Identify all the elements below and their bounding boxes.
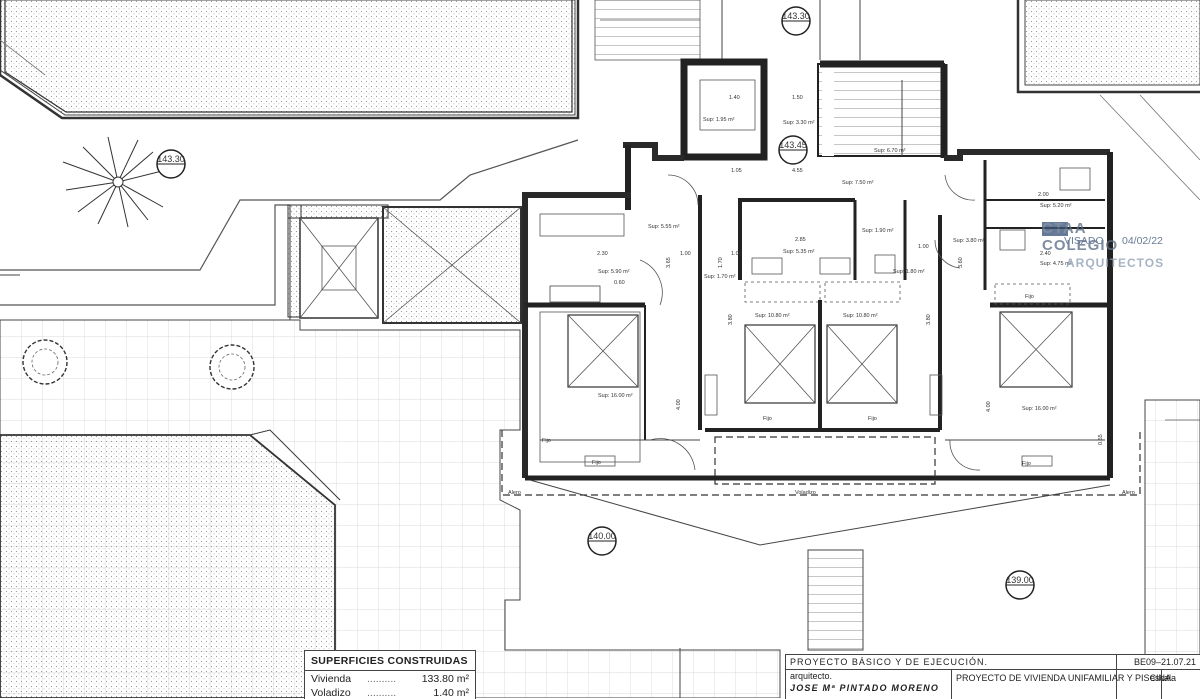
dimension-label: 1.40 [729,95,740,101]
dimension-label: 2.40 [1040,251,1051,257]
project-code: BE09–21.07.21 [1133,657,1196,667]
stamp-logo-icon [1042,222,1068,236]
fixed-window-label: Fijo [763,416,772,422]
room-area-label: Sup: 5.35 m² [783,249,815,255]
project-description: PROYECTO DE VIVIENDA UNIFAMILIAR Y PISCI… [956,673,1174,683]
dimension-label: 3.80 [728,314,734,325]
dimension-label: 1.05 [731,168,742,174]
fixed-window-label: Fijo [542,438,551,444]
fixed-window-label: Fijo [1022,461,1031,467]
scale-label: escala [1149,673,1176,683]
stamp-org: CTAA COLEGIO [1042,220,1119,254]
room-area-label: Sup: 10.80 m² [755,313,790,319]
dimension-label: 3.65 [666,257,672,268]
room-area-label: Sup: 1.95 m² [703,117,735,123]
area-dots: .......... [367,673,397,685]
area-label: Voladizo [311,687,351,699]
dimension-label: 4.55 [792,168,803,174]
eave-label: Alero [1122,490,1135,496]
project-title: PROYECTO BÁSICO Y DE EJECUCIÓN. [790,657,989,667]
pool [0,429,341,698]
room-area-label: Sup: 5.20 m² [1040,203,1072,209]
eave-label: Alero [508,490,521,496]
room-area-label: Sup: 6.70 m² [874,148,906,154]
svg-text:143.30: 143.30 [782,11,810,21]
fixed-window-label: Fijo [1025,294,1034,300]
shrub-left [22,339,68,385]
room-area-label: Sup: 5.90 m² [598,269,630,275]
fixed-window-label: Fijo [592,460,601,466]
dimension-label: 4.00 [676,399,682,410]
room-area-label: Sup: 16.00 m² [1022,406,1057,412]
svg-text:139.00: 139.00 [1006,575,1034,585]
stamp-arquitectos: ARQUITECTOS [1066,256,1165,270]
svg-text:143.30: 143.30 [157,154,185,164]
level-marker: 139.00 [1005,570,1035,600]
area-label: Vivienda [311,673,352,685]
table-row: Vivienda .......... 133.80 m² [305,671,475,685]
garden-hatched-area-right [1016,0,1200,201]
built-areas-title: SUPERFICIES CONSTRUIDAS [305,651,475,671]
room-area-label: Sup: 3.80 m² [953,238,985,244]
svg-text:143.45: 143.45 [779,140,807,150]
level-marker: 143.45 [778,135,808,165]
architect-label: arquitecto. [790,671,833,681]
garden-hatched-area [0,0,580,120]
shrub-right [209,344,255,390]
stamp-visado: VISADO [1064,235,1104,247]
level-marker: 143.30 [156,149,186,179]
dimension-label: 1.00 [731,251,742,257]
architect-name: JOSE Mª PINTADO MORENO [790,683,940,693]
dimension-label: 1.70 [718,257,724,268]
eaves-outline [501,430,1141,546]
level-marker: 140.00 [587,526,617,556]
room-area-label: Sup: 10.80 m² [843,313,878,319]
room-area-label: Sup: 16.00 m² [598,393,633,399]
dimension-label: 3.60 [958,257,964,268]
level-marker: 143.30 [781,6,811,36]
room-area-label: Sup: 3.30 m² [783,120,815,126]
area-dots: .......... [367,687,397,699]
visa-stamp: CTAA COLEGIO VISADO 04/02/22 ARQUITECTOS [1036,220,1164,278]
room-area-label: Sup: 5.55 m² [648,224,680,230]
svg-text:140.00: 140.00 [588,531,616,541]
dimension-label: 0.60 [614,280,625,286]
room-area-label: Sup: 1.70 m² [704,274,736,280]
dimension-label: 1.00 [680,251,691,257]
lower-steps [679,419,1200,698]
skylight-right [382,206,522,324]
room-area-label: Sup: 7.50 m² [842,180,874,186]
room-area-label: Sup: 1.90 m² [862,228,894,234]
house-walls [522,58,1113,481]
dimension-label: 1.50 [792,95,803,101]
area-value: 1.40 m² [433,687,469,699]
fixed-window-label: Fijo [868,416,877,422]
room-area-label: Sup: 4.75 m² [1040,261,1072,267]
room-area-label: Sup: 1.80 m² [893,269,925,275]
stamp-date: 04/02/22 [1122,235,1163,247]
entrance-stair [594,0,861,61]
skylight-left [299,217,379,319]
palm-plant [62,136,167,228]
table-row: Voladizo .......... 1.40 m² [305,685,475,699]
dimension-label: 3.80 [926,314,932,325]
dimension-label: 2.30 [597,251,608,257]
dimension-label: 0.65 [1098,434,1104,445]
area-value: 133.80 m² [421,673,469,685]
title-block: PROYECTO BÁSICO Y DE EJECUCIÓN. BE09–21.… [785,654,1200,699]
cantilever-label: Voladizo [795,490,816,496]
built-areas-table: SUPERFICIES CONSTRUIDAS Vivienda .......… [304,650,476,699]
dimension-label: 4.00 [986,401,992,412]
dimension-label: 1.00 [918,244,929,250]
dimension-label: 2.85 [795,237,806,243]
dimension-label: 2.00 [1038,192,1049,198]
